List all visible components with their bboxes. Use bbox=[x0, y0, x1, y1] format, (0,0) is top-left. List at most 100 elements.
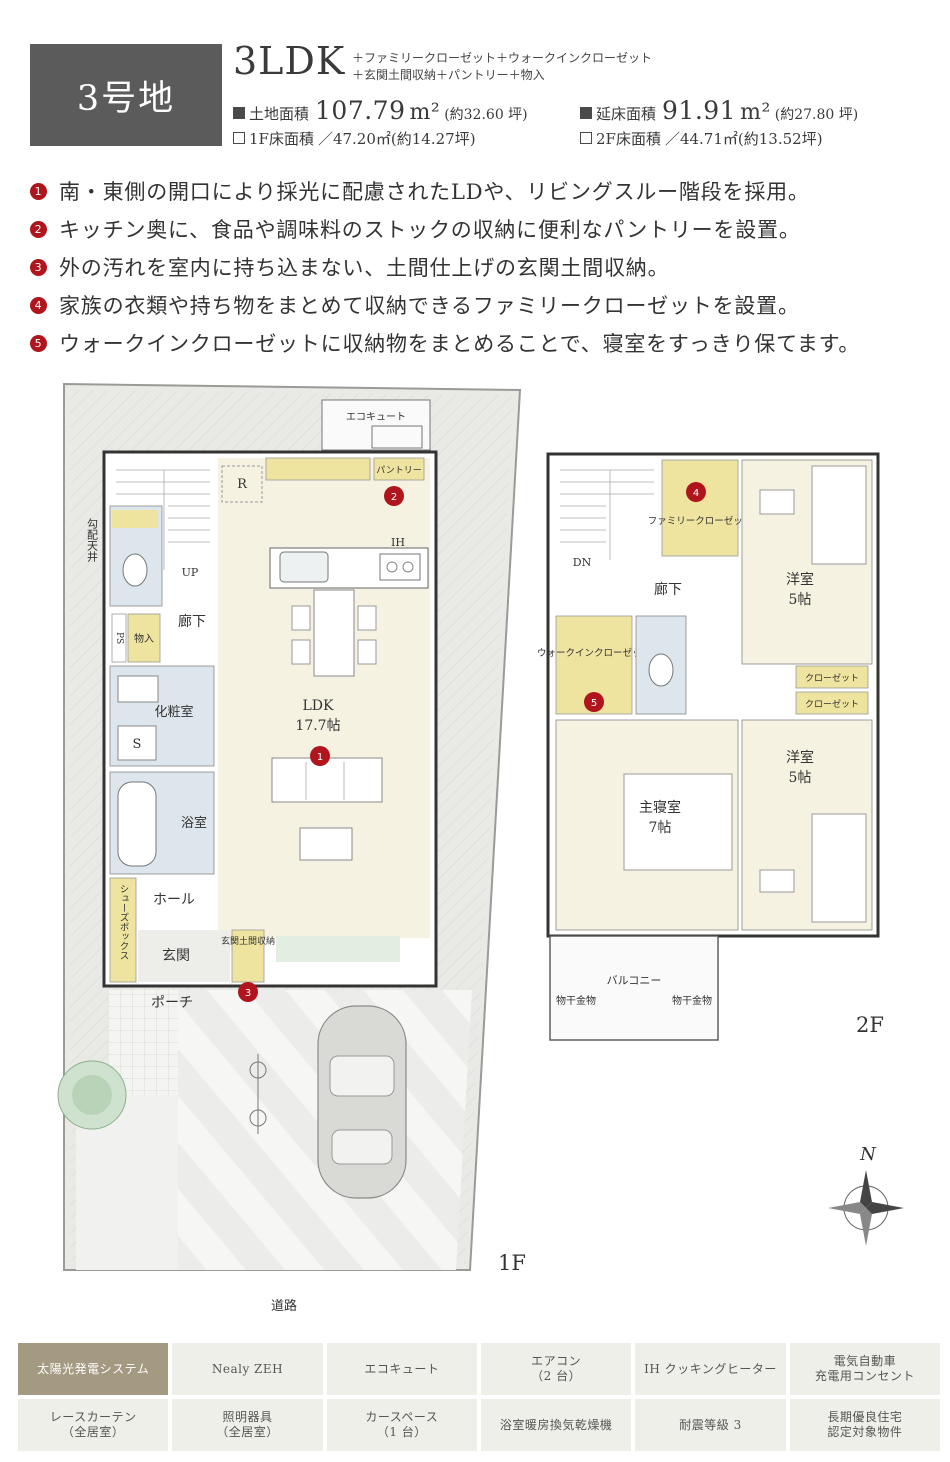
plan-type: 3LDK bbox=[233, 39, 346, 83]
total-floor-tsubo: (約27.80 坪) bbox=[774, 107, 859, 123]
pin-3: 3 bbox=[238, 982, 258, 1002]
floor2-label: 2F bbox=[856, 1013, 884, 1037]
storage-1f-label: 物入 bbox=[134, 632, 154, 645]
stairs-dn-label: DN bbox=[573, 556, 592, 569]
floor1-plan: エコキュート UP パントリー R IH LDK 17.7帖 bbox=[57, 382, 526, 1314]
powder-room-label: 化粧室 bbox=[154, 704, 193, 720]
closet-2 bbox=[795, 691, 869, 715]
total-floor-area: 延床面積 91.91 m² (約27.80 坪) bbox=[580, 96, 858, 125]
pin-4-num: 4 bbox=[693, 488, 699, 499]
bed-2 bbox=[811, 813, 867, 923]
pantry-label: パントリー bbox=[376, 465, 421, 476]
equip-car-space: カースペース （1 台） bbox=[326, 1399, 477, 1451]
lot-label: 3号地 bbox=[76, 78, 176, 119]
bed-1 bbox=[811, 465, 867, 565]
land-area-unit: m² bbox=[409, 100, 441, 125]
ps-label: PS bbox=[114, 632, 124, 644]
pin-5-num: 5 bbox=[591, 698, 597, 709]
total-floor-label: 延床面積 bbox=[596, 105, 657, 123]
sink-icon bbox=[279, 551, 329, 583]
equip-solar: 太陽光発電システム bbox=[18, 1343, 169, 1395]
closet-1 bbox=[795, 665, 869, 689]
equip-lace-curtain: レースカーテン （全居室） bbox=[18, 1399, 169, 1451]
stairs-1f bbox=[116, 469, 210, 570]
feature-number: 5 bbox=[30, 334, 47, 352]
washer-space bbox=[117, 725, 157, 761]
compass-icon: N bbox=[828, 1144, 904, 1246]
bed-master bbox=[623, 773, 733, 871]
walkin-closet-text: ウォークインクローゼット bbox=[537, 647, 651, 659]
closet-2-label: クローゼット bbox=[805, 698, 859, 710]
pin-3-num: 3 bbox=[245, 988, 251, 999]
doma-storage-text: 玄関土間収納 bbox=[221, 935, 275, 947]
feature-item: 5 ウォークインクローゼットに収納物をまとめることで、寝室をすっきり保てます。 bbox=[30, 324, 945, 362]
tv-board bbox=[299, 827, 353, 861]
bath-label: 浴室 bbox=[181, 815, 207, 831]
floor-plans: エコキュート UP パントリー R IH LDK 17.7帖 bbox=[57, 382, 904, 1314]
dining-chairs bbox=[291, 605, 377, 665]
feature-text: 南・東側の開口により採光に配慮されたLDや、リビングスルー階段を採用。 bbox=[59, 180, 810, 204]
storage-1f bbox=[127, 613, 161, 663]
plan-extras: ＋ファミリークローゼット＋ウォークインクローゼット ＋玄関土間収納＋パントリー＋… bbox=[352, 50, 652, 84]
feature-number: 4 bbox=[30, 296, 47, 314]
feature-number: 3 bbox=[30, 258, 47, 276]
pin-2: 2 bbox=[384, 486, 404, 506]
western2-name: 洋室 bbox=[786, 749, 814, 766]
balcony-label: バルコニー bbox=[607, 974, 662, 987]
ih-cooktop-icon bbox=[379, 553, 421, 581]
total-floor-value: 91.91 bbox=[662, 96, 737, 125]
bathtub-icon bbox=[117, 781, 157, 867]
total-floor-unit: m² bbox=[740, 100, 771, 125]
filled-square-icon bbox=[580, 107, 592, 119]
pin-5: 5 bbox=[584, 692, 604, 712]
master-name: 主寝室 bbox=[639, 799, 681, 816]
hallway-2f-label: 廊下 bbox=[654, 581, 682, 598]
refrigerator-label: R bbox=[237, 477, 248, 492]
equip-ecocute: エコキュート bbox=[326, 1343, 477, 1395]
ecocute-label: エコキュート bbox=[346, 412, 406, 423]
doma-storage bbox=[231, 929, 265, 983]
equip-ev-outlet: 電気自動車 充電用コンセント bbox=[789, 1343, 940, 1395]
floor2-area: 2F床面積 ／44.71㎡(約13.52坪) bbox=[580, 128, 823, 149]
walkin-closet-label: ウォークインクローゼット bbox=[537, 647, 651, 659]
slope-ceiling-label: 勾配天井 bbox=[86, 518, 99, 563]
doma-storage-label: 玄関土間収納 bbox=[221, 935, 275, 947]
pin-4: 4 bbox=[686, 482, 706, 502]
equipment-grid: 太陽光発電システム Nealy ZEH エコキュート エアコン （2 台） IH… bbox=[18, 1343, 940, 1451]
feature-item: 2 キッチン奥に、食品や調味料のストックの収納に便利なパントリーを設置。 bbox=[30, 210, 945, 248]
porch-label: ポーチ bbox=[151, 995, 193, 1011]
western2-size: 5帖 bbox=[789, 770, 812, 786]
feature-list: 1 南・東側の開口により採光に配慮されたLDや、リビングスルー階段を採用。 2 … bbox=[30, 172, 945, 362]
stairs-up-label: UP bbox=[182, 566, 199, 579]
land-area-value: 107.79 bbox=[315, 96, 406, 125]
feature-text: 外の汚れを室内に持ち込まない、土間仕上げの玄関土間収納。 bbox=[59, 256, 670, 280]
desk-1 bbox=[759, 489, 795, 515]
dryer-right-label: 物干金物 bbox=[672, 994, 712, 1007]
entrance-label: 玄関 bbox=[162, 947, 190, 964]
pin-1: 1 bbox=[310, 746, 330, 766]
feature-item: 1 南・東側の開口により採光に配慮されたLDや、リビングスルー階段を採用。 bbox=[30, 172, 945, 210]
equip-aircon: エアコン （2 台） bbox=[480, 1343, 632, 1395]
pantry-shelf bbox=[265, 457, 371, 481]
feature-text: 家族の衣類や持ち物をまとめて収納できるファミリークローゼットを設置。 bbox=[59, 294, 800, 318]
floor1-area-text: ／47.20㎡(約14.27坪) bbox=[317, 130, 476, 148]
filled-square-icon bbox=[233, 107, 245, 119]
ih-label: IH bbox=[391, 536, 405, 549]
western1-size: 5帖 bbox=[789, 592, 812, 608]
feature-item: 3 外の汚れを室内に持ち込まない、土間仕上げの玄関土間収納。 bbox=[30, 248, 945, 286]
entrance-floor bbox=[138, 930, 230, 982]
washer-label: S bbox=[133, 737, 142, 752]
floor2-area-text: ／44.71㎡(約13.52坪) bbox=[664, 130, 823, 148]
compass-north-label: N bbox=[859, 1144, 877, 1165]
stairs-2f bbox=[560, 469, 654, 560]
hall-label: ホール bbox=[153, 892, 195, 908]
refrigerator bbox=[221, 465, 263, 503]
ecocute-unit bbox=[321, 399, 431, 451]
equip-ih: IH クッキングヒーター bbox=[635, 1343, 786, 1395]
equip-long-term-housing: 長期優良住宅 認定対象物件 bbox=[789, 1399, 940, 1451]
lot-badge: 3号地 bbox=[30, 44, 222, 146]
balcony bbox=[549, 935, 719, 1041]
land-area-label: 土地面積 bbox=[249, 105, 310, 123]
family-closet bbox=[661, 459, 739, 557]
plan-extras-line2: ＋玄関土間収納＋パントリー＋物入 bbox=[352, 68, 545, 82]
